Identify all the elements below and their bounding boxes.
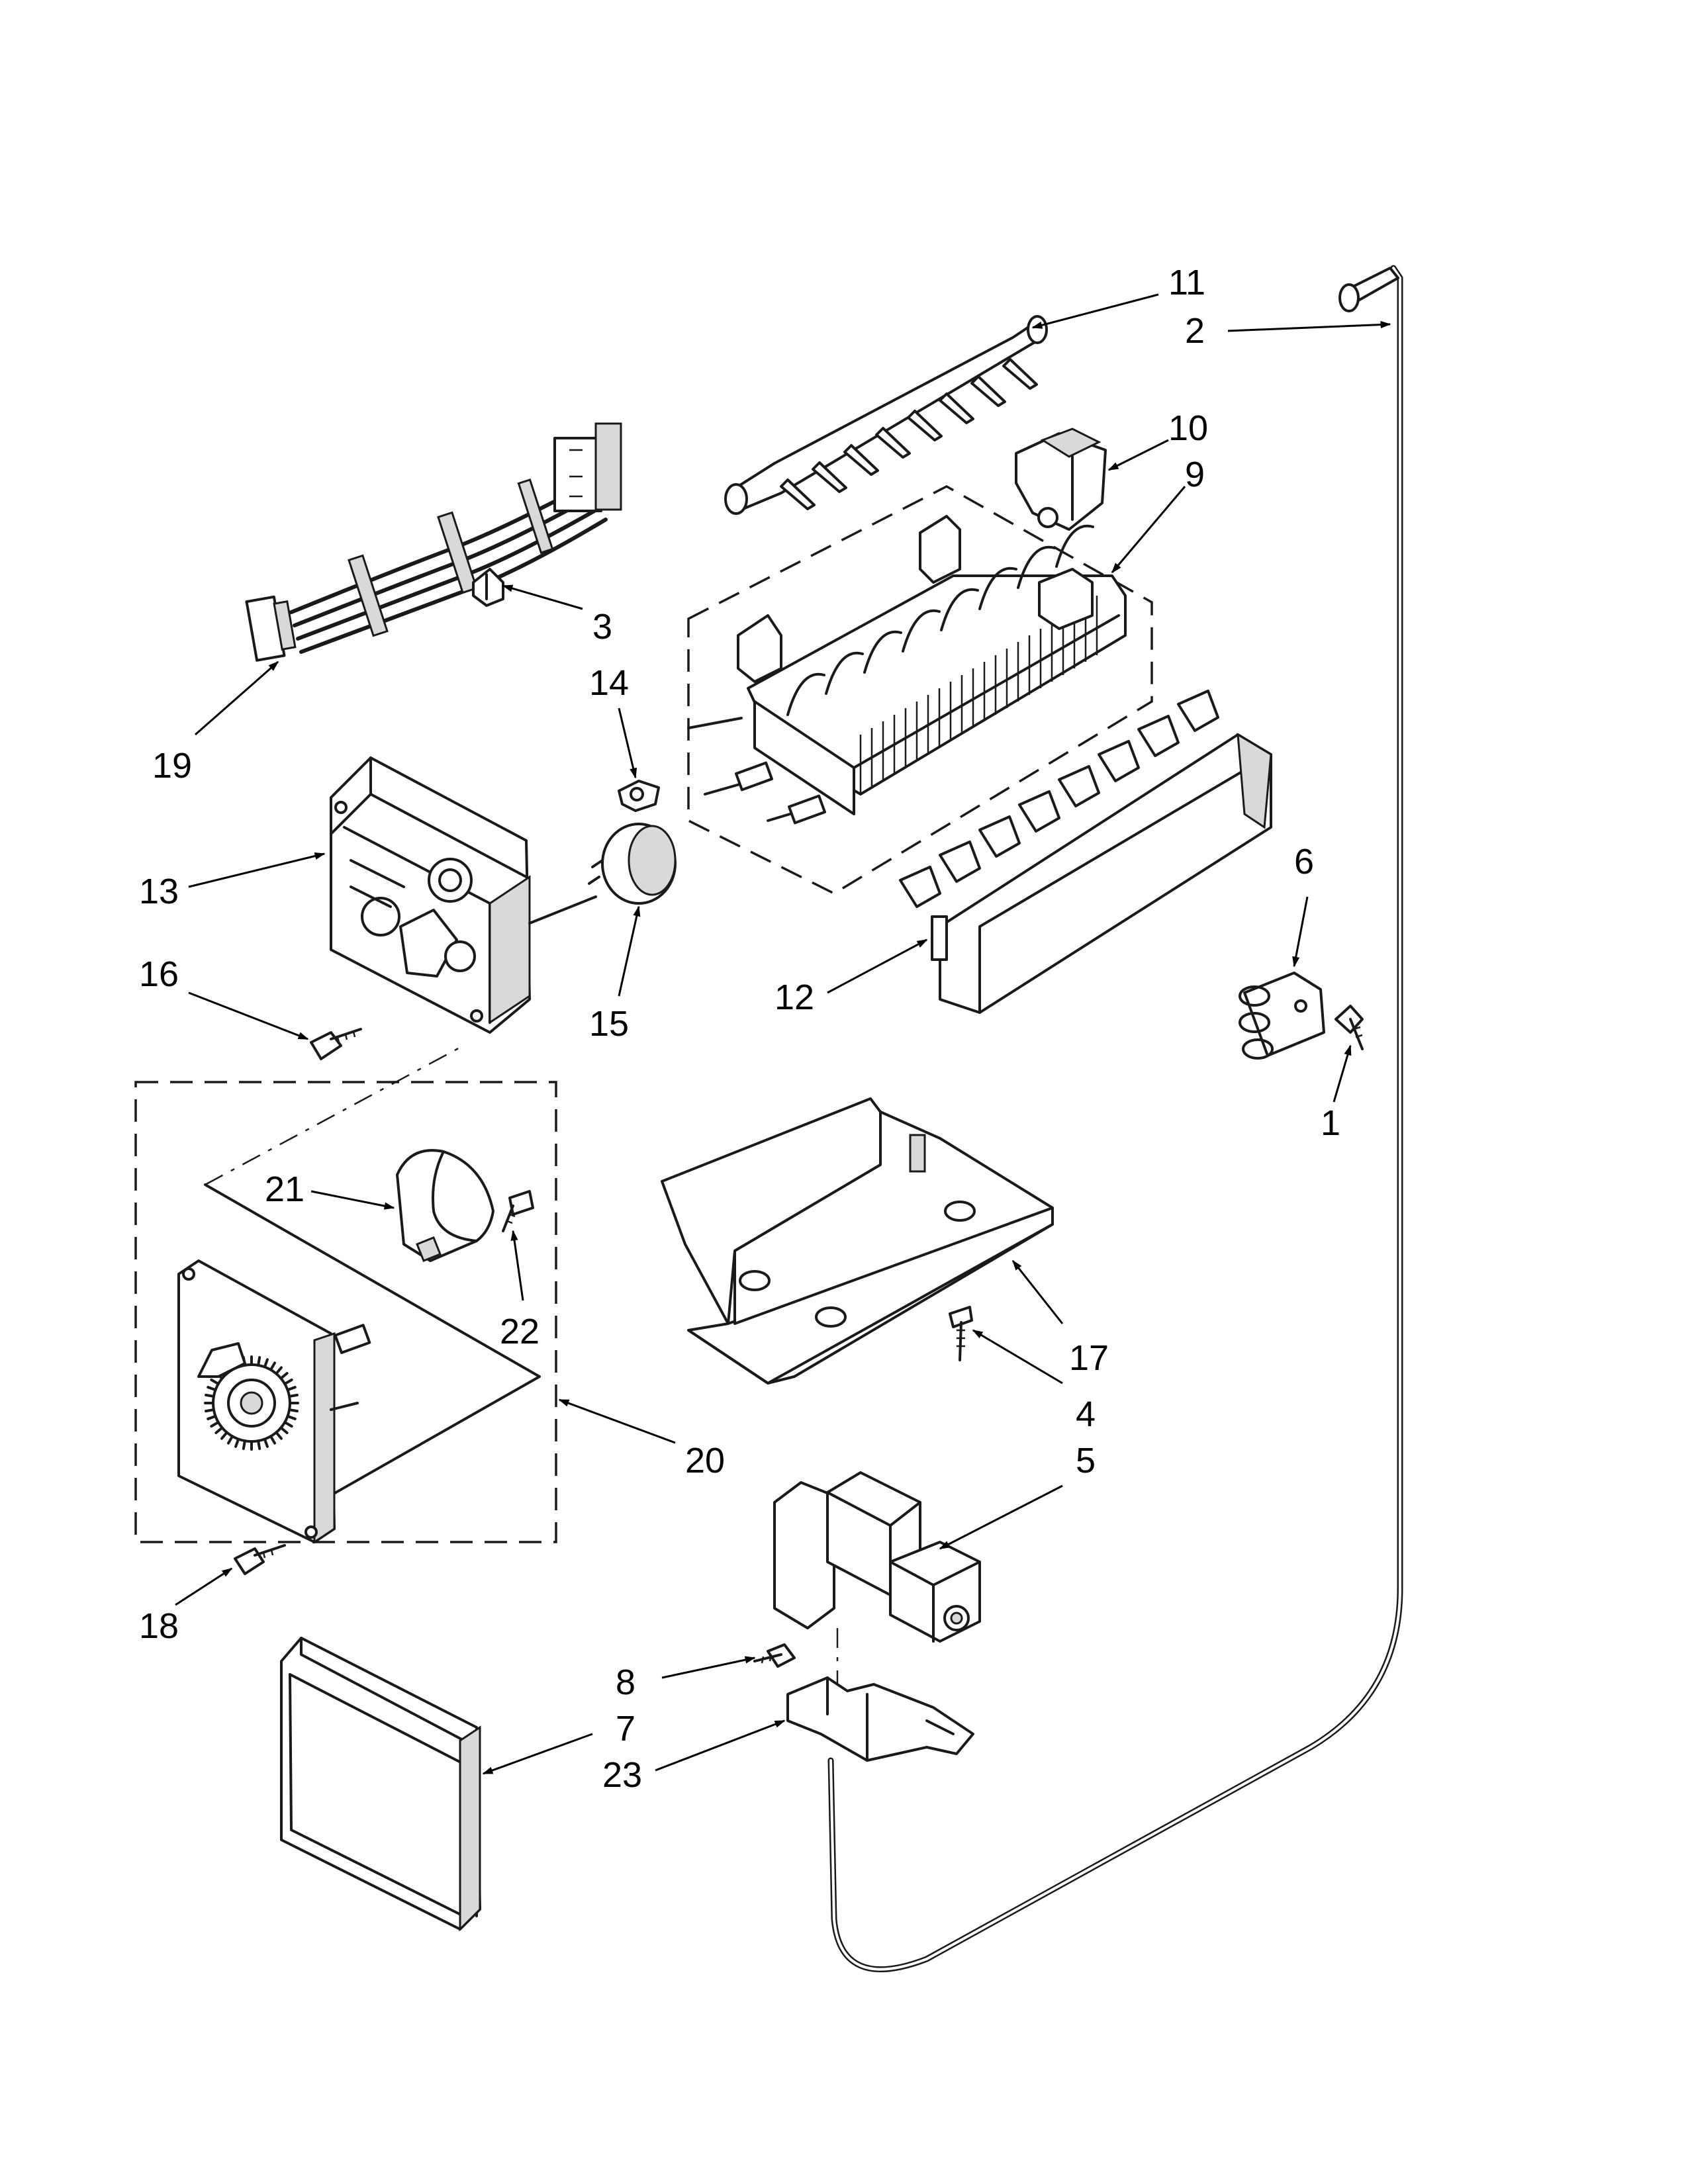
screw-4: [949, 1306, 973, 1361]
leader-1: [1333, 1044, 1352, 1103]
callout-16: 16: [139, 954, 179, 994]
fill-tube: [827, 265, 1403, 1973]
thermostat: [588, 823, 677, 905]
callout-11: 11: [1168, 263, 1205, 302]
screw-22: [502, 1190, 534, 1232]
leader-23: [655, 1719, 786, 1772]
callout-1: 1: [1321, 1103, 1340, 1143]
leader-11: [1031, 293, 1159, 329]
callout-18: 18: [139, 1606, 179, 1646]
leader-5: [939, 1484, 1063, 1550]
housing: [330, 756, 597, 1034]
leader-12: [827, 938, 928, 994]
thermostat-clip: [618, 780, 660, 812]
screw-18: [234, 1544, 286, 1575]
mold-and-heater-assembly: [687, 485, 1153, 895]
leader-8: [661, 1656, 756, 1679]
callout-8: 8: [616, 1662, 635, 1702]
leader-15: [618, 905, 641, 997]
callout-17: 17: [1069, 1338, 1109, 1378]
screw-8: [753, 1643, 796, 1668]
front-cover: [280, 1637, 481, 1932]
callout-14: 14: [589, 663, 629, 703]
leader-20: [558, 1398, 676, 1444]
leader-21: [310, 1190, 395, 1210]
callout-7: 7: [616, 1709, 635, 1749]
module-and-motor-assembly: [134, 1044, 557, 1544]
callout-6: 6: [1294, 842, 1314, 882]
callout-10: 10: [1168, 408, 1208, 448]
leader-9: [1111, 486, 1186, 574]
leader-22: [510, 1230, 524, 1301]
leader-4: [972, 1329, 1063, 1385]
screw-16: [310, 1028, 362, 1060]
callout-5: 5: [1076, 1441, 1096, 1480]
callout-9: 9: [1185, 455, 1205, 494]
leader-2: [1227, 320, 1391, 332]
callout-23: 23: [602, 1755, 642, 1795]
callout-4: 4: [1076, 1394, 1096, 1434]
wire-clip: [472, 568, 504, 607]
callout-15: 15: [589, 1004, 629, 1044]
callouts: 1 2 3 4 5 6 7 8 9 10 11 12 13 14 15 16 1: [139, 263, 1391, 1795]
wire-harness: [245, 422, 622, 662]
leader-17: [1011, 1259, 1064, 1324]
leader-13: [188, 852, 326, 888]
leader-3: [502, 584, 583, 610]
motor: [396, 1149, 494, 1262]
leader-19: [195, 660, 279, 736]
callout-22: 22: [500, 1312, 539, 1351]
valve-bracket: [786, 1628, 974, 1762]
callout-2: 2: [1185, 311, 1205, 351]
fill-cup: [1015, 428, 1107, 531]
callout-12: 12: [774, 978, 814, 1017]
water-valve: [773, 1471, 981, 1643]
ice-bin: [661, 1097, 1054, 1385]
leader-7: [482, 1733, 593, 1775]
leader-6: [1292, 896, 1309, 968]
callout-19: 19: [152, 746, 192, 786]
callout-13: 13: [139, 872, 179, 911]
callout-20: 20: [685, 1441, 725, 1480]
leader-16: [188, 991, 309, 1040]
leader-10: [1107, 439, 1169, 471]
stripper: [899, 690, 1272, 1014]
tube-clip: [1239, 972, 1325, 1060]
leader-14: [618, 707, 637, 779]
callout-21: 21: [265, 1169, 305, 1209]
ejector: [724, 315, 1048, 515]
leader-18: [175, 1567, 233, 1606]
screw-1: [1335, 1005, 1364, 1050]
callout-3: 3: [592, 607, 612, 647]
